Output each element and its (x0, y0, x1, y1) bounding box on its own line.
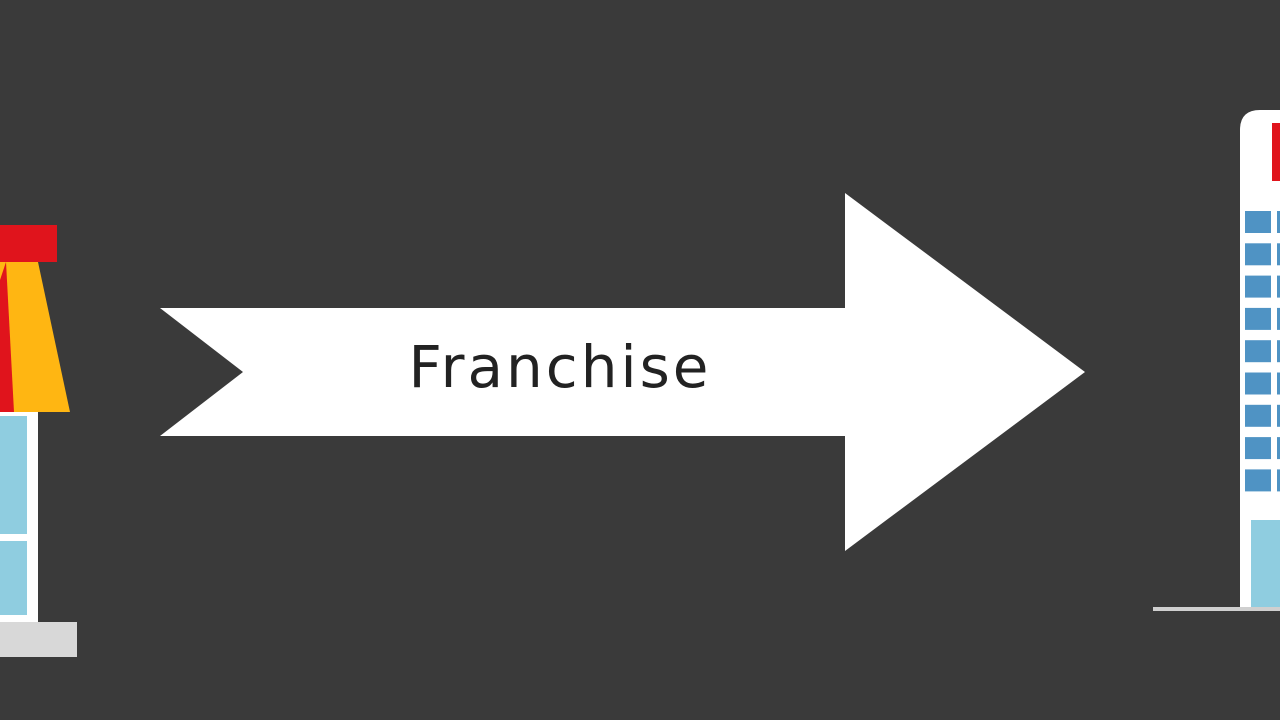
building-window (1277, 243, 1280, 266)
building-window (1277, 404, 1280, 427)
building-window (1245, 275, 1271, 298)
building-window (1277, 275, 1280, 298)
building-window (1277, 340, 1280, 363)
building-window (1245, 372, 1271, 395)
small-shop-icon (0, 225, 77, 657)
building-window (1277, 437, 1280, 460)
arrow-label: Franchise (409, 333, 712, 401)
building-window (1245, 340, 1271, 363)
building-window (1245, 243, 1271, 266)
building-window (1245, 211, 1271, 233)
office-building-icon (1153, 110, 1280, 611)
building-window (1277, 211, 1280, 233)
building-window (1245, 404, 1271, 427)
building-window (1277, 307, 1280, 330)
building-window (1277, 469, 1280, 492)
building-window (1245, 437, 1271, 460)
building-window (1245, 469, 1271, 492)
franchise-arrow: Franchise (160, 193, 1085, 551)
building-window (1245, 307, 1271, 330)
building-window (1277, 372, 1280, 395)
